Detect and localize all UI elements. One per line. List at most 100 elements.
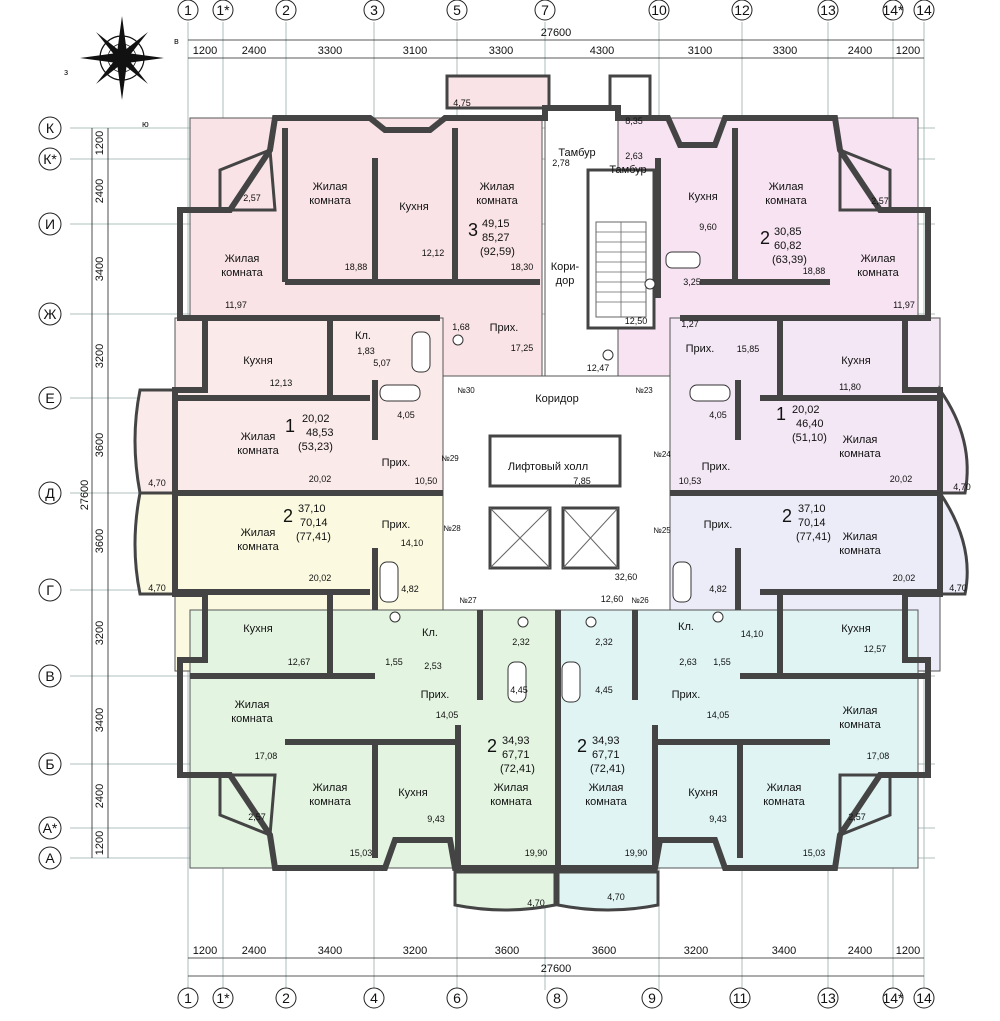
bathroom-fixtures xyxy=(379,251,731,703)
apartment-area-living: 20,02 xyxy=(302,413,330,425)
apartment-tags: 3 49,15 85,27 (92,59) 2 30,85 60,82 (63,… xyxy=(283,218,831,775)
apartment-number: №25 xyxy=(653,526,671,535)
area-value: 4,70 xyxy=(953,482,971,492)
staircase xyxy=(595,221,647,318)
area-value: 2,63 xyxy=(679,657,697,667)
axis-bottom-8: 8 xyxy=(553,990,561,1006)
dim-top-1: 2400 xyxy=(242,45,266,57)
compass-label-s: ю xyxy=(142,119,149,129)
apartment-area-total: 60,82 xyxy=(774,240,802,252)
area-value: 12,13 xyxy=(270,378,293,388)
living-room-label: комната xyxy=(839,719,881,731)
axis-left-d: Д xyxy=(45,485,55,501)
area-value: 15,03 xyxy=(803,848,826,858)
kitchen-label: Кухня xyxy=(688,191,717,203)
dim-bottom-3: 3200 xyxy=(403,945,427,957)
area-value: 14,05 xyxy=(707,710,730,720)
area-value: 2,57 xyxy=(871,196,889,206)
dim-bottom-6: 3200 xyxy=(684,945,708,957)
hall-label: Прих. xyxy=(382,457,411,469)
apartment-number: №29 xyxy=(441,454,459,463)
dim-top-9: 1200 xyxy=(896,45,920,57)
apartment-number: №27 xyxy=(459,596,477,605)
area-value: 12,60 xyxy=(601,594,624,604)
area-value: 18,88 xyxy=(803,266,826,276)
apartment-area-total: 46,40 xyxy=(796,418,824,430)
apartment-area-total: 48,53 xyxy=(306,427,334,439)
axis-top-14star: 14* xyxy=(882,2,904,18)
apartment-rooms-1: 1 xyxy=(285,416,295,436)
axis-top-5: 5 xyxy=(453,2,461,18)
living-room-label: Жилая xyxy=(843,434,878,446)
living-room-label: Жилая xyxy=(589,782,624,794)
dim-left-8: 2400 xyxy=(94,784,106,808)
dimension-text: 27600 1200 2400 3300 3100 3300 4300 3100… xyxy=(79,27,920,975)
living-room-label: Жилая xyxy=(843,531,878,543)
area-value: 19,90 xyxy=(625,848,648,858)
apartment-area-living: 20,02 xyxy=(792,404,820,416)
area-value: 2,32 xyxy=(512,637,530,647)
area-value: 9,60 xyxy=(699,222,717,232)
apartment-area-gross: (51,10) xyxy=(792,432,827,444)
area-value: 12,57 xyxy=(864,644,887,654)
apartment-area-gross: (72,41) xyxy=(590,763,625,775)
living-room-label: Жилая xyxy=(480,181,515,193)
area-value: 4,70 xyxy=(527,898,545,908)
living-room-label: Жилая xyxy=(241,431,276,443)
dim-top-3: 3100 xyxy=(403,45,427,57)
living-room-label: Жилая xyxy=(225,253,260,265)
area-value: 4,05 xyxy=(397,410,415,420)
central-core xyxy=(442,107,671,611)
axis-bottom-1: 1 xyxy=(184,990,192,1006)
living-room-label: комната xyxy=(237,541,279,553)
area-value: 3,25 xyxy=(683,277,701,287)
apartment-area-total: 70,14 xyxy=(798,517,826,529)
dim-bottom-2: 3400 xyxy=(318,945,342,957)
living-room-label: комната xyxy=(839,545,881,557)
area-value: 4,70 xyxy=(148,478,166,488)
apartment-area-gross: (72,41) xyxy=(500,763,535,775)
area-value: 20,02 xyxy=(893,573,916,583)
axis-left-kstar: К* xyxy=(43,151,57,167)
area-value: 12,50 xyxy=(625,316,648,326)
apartment-area-living: 30,85 xyxy=(774,226,802,238)
area-value: 8,35 xyxy=(625,116,643,126)
living-room-label: Жилая xyxy=(241,527,276,539)
apartment-number: №23 xyxy=(635,386,653,395)
living-room-label: Жилая xyxy=(769,181,804,193)
area-value: 2,32 xyxy=(595,637,613,647)
tambour-label: Тамбур xyxy=(609,164,646,176)
apartment-area-total: 67,71 xyxy=(592,749,620,761)
area-value: 9,43 xyxy=(427,814,445,824)
living-room-label: комната xyxy=(839,448,881,460)
axis-bottom-9: 9 xyxy=(648,990,656,1006)
area-value: 11,97 xyxy=(893,300,915,310)
area-value: 1,27 xyxy=(681,319,699,329)
area-value: 14,10 xyxy=(401,538,424,548)
dim-left-5: 3600 xyxy=(94,529,106,553)
apartment-area-gross: (53,23) xyxy=(298,441,333,453)
dim-top-total: 27600 xyxy=(541,27,572,39)
axis-left-k: К xyxy=(46,120,55,136)
axis-bottom-6: 6 xyxy=(453,990,461,1006)
apartment-number: №24 xyxy=(653,450,671,459)
closet-label: Кл. xyxy=(678,621,694,633)
axis-top-14: 14 xyxy=(916,2,932,18)
axis-bottom-13: 13 xyxy=(820,990,836,1006)
area-value: 2,57 xyxy=(243,193,261,203)
area-value: 18,30 xyxy=(511,262,534,272)
living-room-label: комната xyxy=(490,796,532,808)
dim-bottom-4: 3600 xyxy=(495,945,519,957)
area-value: 1,68 xyxy=(452,322,470,332)
area-value: 20,02 xyxy=(309,573,332,583)
area-value: 9,43 xyxy=(709,814,727,824)
closet-label: Кл. xyxy=(422,627,438,639)
axis-top-2: 2 xyxy=(282,2,290,18)
tambour-label: Тамбур xyxy=(558,147,595,159)
apartment-rooms-2: 2 xyxy=(782,506,792,526)
apartment-area-living: 49,15 xyxy=(482,218,510,230)
apartment-number: №28 xyxy=(443,524,461,533)
area-value: 5,07 xyxy=(373,358,391,368)
hall-label: Прих. xyxy=(704,519,733,531)
axis-left-e: Е xyxy=(45,390,54,406)
